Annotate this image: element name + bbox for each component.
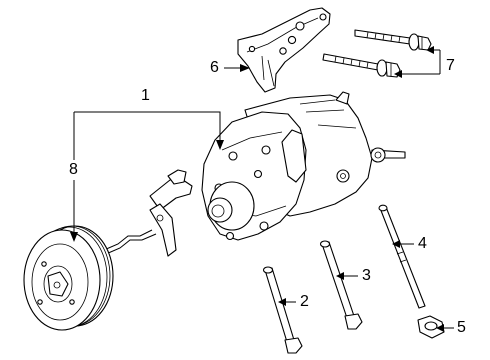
stud-4 [378, 204, 426, 309]
callout-8: 8 [69, 161, 78, 178]
callout-2: 2 [300, 293, 309, 310]
mounting-bracket [237, 7, 331, 93]
callout-1: 1 [141, 87, 150, 104]
bolt-lower [322, 53, 401, 78]
ac-compressor [201, 91, 406, 241]
callout-7: 7 [446, 57, 455, 74]
bolt-3 [319, 240, 363, 330]
clutch-pulley [23, 225, 114, 331]
clutch-harness [103, 169, 193, 257]
bolt-2 [262, 266, 303, 354]
callout-6: 6 [210, 59, 219, 76]
bolt-upper [354, 29, 432, 51]
leader-lines [70, 46, 454, 332]
callout-5: 5 [457, 319, 466, 336]
callout-3: 3 [362, 267, 371, 284]
callout-4: 4 [418, 235, 427, 252]
